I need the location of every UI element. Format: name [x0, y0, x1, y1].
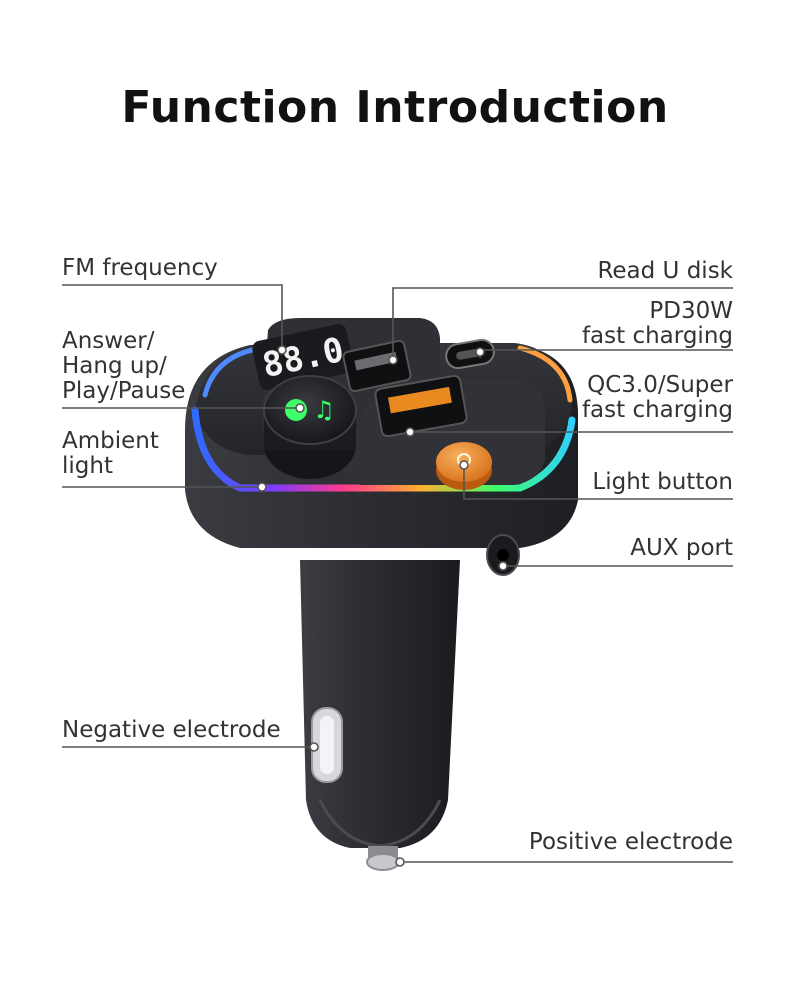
- ambient-light-ring: [191, 406, 576, 492]
- label-fm-frequency: FM frequency: [62, 255, 218, 281]
- label-ambient-line2: light: [62, 453, 113, 479]
- multifunction-knob: ♫: [263, 375, 357, 479]
- label-ambient-line1: Ambient: [62, 428, 159, 454]
- page-title: Function Introduction: [121, 82, 669, 133]
- label-qc30-line2: fast charging: [581, 397, 733, 423]
- aux-port: [486, 534, 520, 576]
- label-negative-electrode: Negative electrode: [62, 717, 281, 743]
- positive-electrode-tip: [366, 846, 400, 871]
- label-read-u-disk: Read U disk: [597, 258, 733, 284]
- label-answer-line3: Play/Pause: [62, 378, 186, 404]
- usb-port-qc30: [374, 374, 468, 438]
- label-answer-line1: Answer/: [62, 328, 155, 354]
- label-pd30w-line2: fast charging: [581, 323, 733, 349]
- label-pd30w-line1: PD30W: [649, 298, 733, 324]
- fm-display: 88.0: [252, 324, 354, 390]
- label-light-button: Light button: [592, 469, 733, 495]
- label-qc30-line1: QC3.0/Super: [587, 372, 733, 398]
- label-aux-port: AUX port: [630, 535, 733, 561]
- callout-dots: [257, 345, 508, 867]
- label-positive-electrode: Positive electrode: [528, 829, 733, 855]
- negative-electrode-clip: [311, 707, 343, 783]
- music-note-icon: ♫: [313, 396, 335, 424]
- label-answer-line2: Hang up/: [62, 353, 167, 379]
- plug-barrel: [300, 560, 460, 848]
